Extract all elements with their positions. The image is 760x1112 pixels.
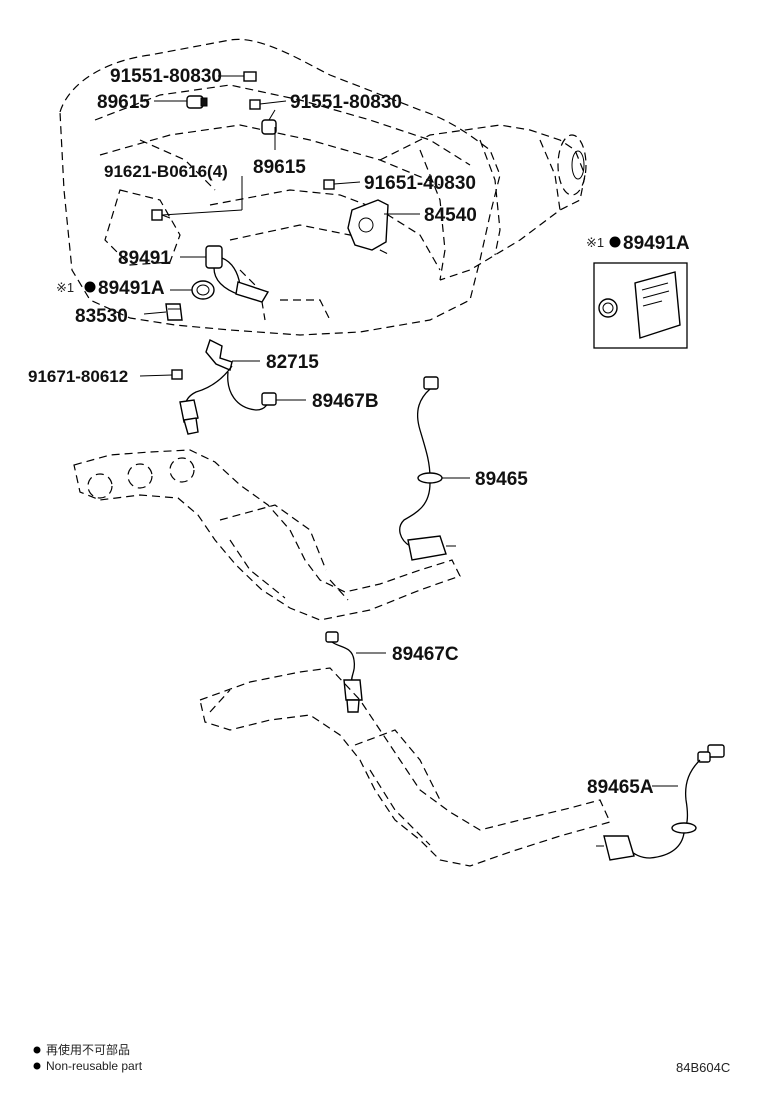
label-84540: 84540 <box>424 205 477 226</box>
legend-dot-jp <box>33 1046 41 1054</box>
label-89465: 89465 <box>475 469 528 490</box>
label-91621: 91621-B0616(4) <box>104 162 228 181</box>
label-89491A-box: 89491A <box>623 233 690 254</box>
sensor-84540 <box>347 199 389 251</box>
o-ring-89491A <box>191 280 215 300</box>
exhaust-manifold-front <box>73 449 461 621</box>
bolt-91651 <box>323 179 335 190</box>
label-89465A: 89465A <box>587 777 654 798</box>
o2-sensor-89465A <box>596 744 725 861</box>
legend-dot-en <box>33 1062 41 1070</box>
exhaust-manifold-rear <box>199 667 611 867</box>
sensor-83530 <box>165 303 183 321</box>
note-mark-left: ※1 <box>56 280 74 295</box>
bolt-91551-top <box>243 71 257 82</box>
label-91651: 91651-40830 <box>364 173 476 194</box>
label-82715: 82715 <box>266 352 319 373</box>
bracket-82715 <box>205 339 233 371</box>
label-83530: 83530 <box>75 306 128 327</box>
non-reusable-dot-left <box>84 281 96 293</box>
label-89615-left: 89615 <box>97 92 150 113</box>
diagram-code: 84B604C <box>676 1060 730 1075</box>
transmission-outline <box>379 124 587 281</box>
sensor-89491 <box>205 245 270 303</box>
sensor-89615-mid <box>261 109 277 135</box>
gasket-kit-box <box>593 262 688 349</box>
sensor-89615-left <box>186 95 208 109</box>
legend-en: Non-reusable part <box>46 1059 143 1073</box>
label-91671: 91671-80612 <box>28 367 128 386</box>
label-91551-top: 91551-80830 <box>110 66 222 87</box>
legend-jp: 再使用不可部品 <box>46 1042 130 1057</box>
o2-sensor-89465 <box>399 376 456 561</box>
label-89615-mid: 89615 <box>253 157 306 178</box>
label-89491: 89491 <box>118 248 171 269</box>
o2-sensor-89467C <box>325 631 363 713</box>
leader-lines <box>139 75 678 787</box>
label-89491A-left: 89491A <box>98 278 165 299</box>
label-91551-right: 91551-80830 <box>290 92 402 113</box>
non-reusable-dot-box <box>609 236 621 248</box>
bolt-91551-right <box>249 99 261 110</box>
bolt-91671 <box>171 369 183 380</box>
label-89467B: 89467B <box>312 391 379 412</box>
o2-sensor-89467B <box>179 365 277 435</box>
note-mark-box: ※1 <box>586 235 604 250</box>
label-89467C: 89467C <box>392 644 459 665</box>
